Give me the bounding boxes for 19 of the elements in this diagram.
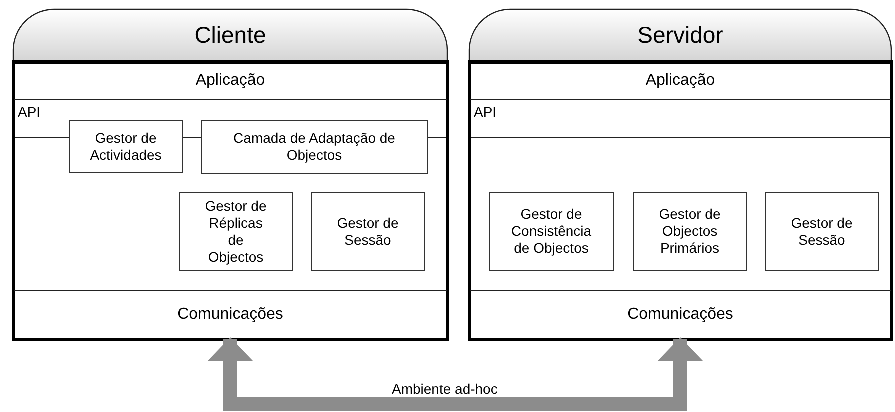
tier-panel (12, 8, 449, 341)
api-label: API (474, 104, 497, 120)
component-box: Gestor de Objectos Primários (633, 192, 747, 271)
layer-band: Comunicações (14, 290, 447, 338)
layer-band: Comunicações (470, 290, 891, 338)
component-box: Camada de Adaptação de Objectos (201, 120, 428, 174)
api-label: API (18, 104, 41, 120)
edge-label: Ambiente ad-hoc (390, 381, 500, 397)
layer-band: Aplicação (470, 63, 891, 100)
tier-panel (468, 8, 893, 341)
component-box: Gestor de Actividades (69, 120, 183, 173)
tier-heading: Servidor (638, 22, 724, 48)
layer-band: Aplicação (14, 63, 447, 100)
component-box: Gestor de Consistência de Objectos (489, 192, 614, 271)
component-box: Gestor de Sessão (311, 192, 425, 271)
tier-heading: Cliente (194, 22, 266, 48)
component-box: Gestor de Sessão (765, 192, 879, 271)
block-arrow (208, 338, 704, 411)
component-box: Gestor de Réplicas de Objectos (179, 192, 293, 271)
